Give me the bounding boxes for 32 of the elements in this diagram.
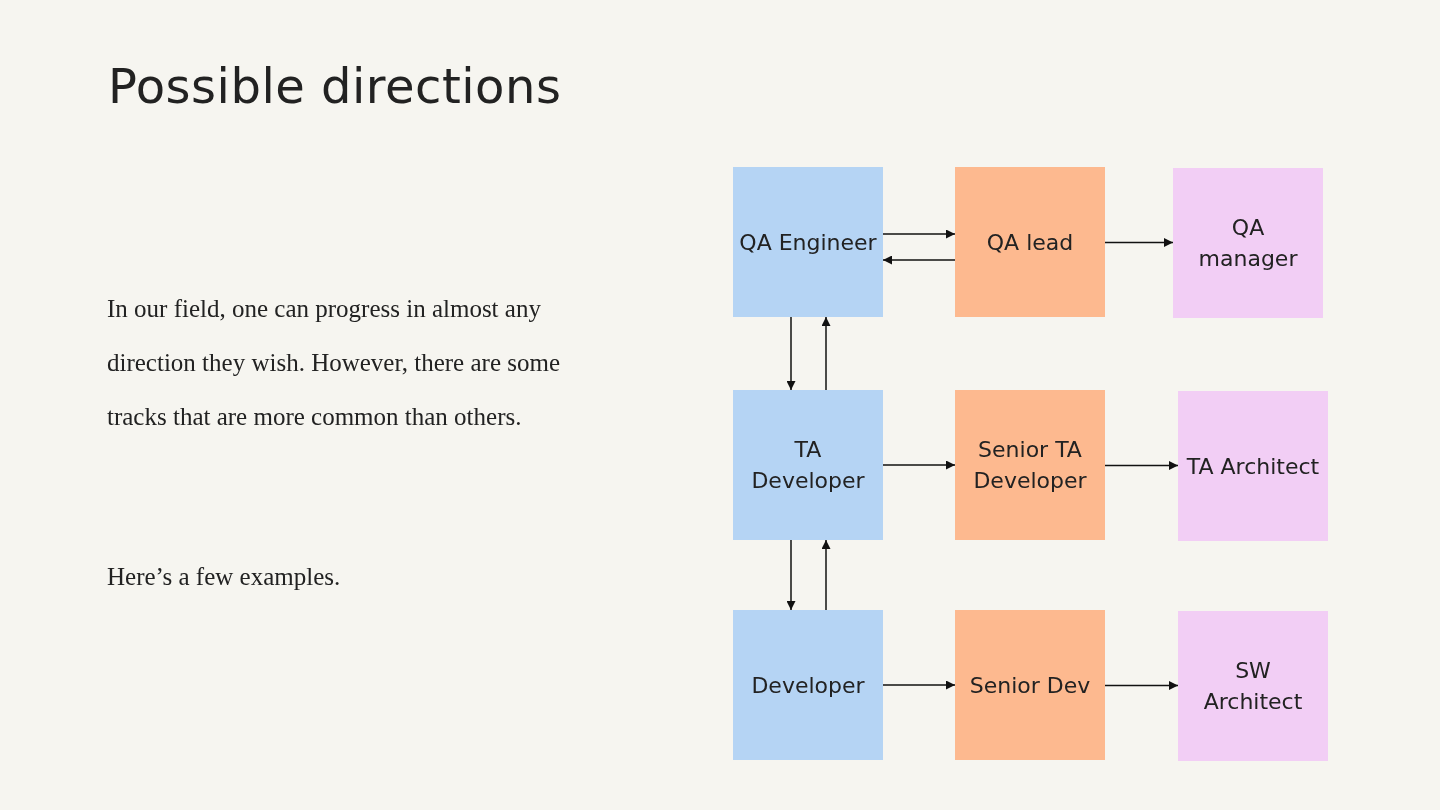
role-label: QA lead	[986, 228, 1074, 257]
arrow	[882, 460, 956, 470]
role-box	[733, 167, 883, 317]
role-label: SW Architect	[1202, 657, 1304, 716]
role-box	[733, 610, 883, 760]
arrow	[1104, 681, 1179, 690]
role-label: Developer	[751, 671, 865, 700]
arrow	[1104, 238, 1174, 247]
slide-title: Possible directions	[108, 58, 562, 114]
arrow	[1104, 461, 1179, 470]
role-box	[1178, 611, 1328, 761]
role-box	[733, 390, 883, 540]
role-label: Senior Dev	[969, 671, 1091, 700]
body-paragraph: In our field, one can progress in almost any direction they wish. However, there are some tracks that are more common than others.	[107, 294, 561, 432]
arrow	[882, 229, 956, 239]
arrow	[786, 539, 796, 611]
arrow	[821, 316, 831, 391]
body-paragraph: Here’s a few examples.	[107, 562, 342, 592]
role-box	[1178, 391, 1328, 541]
role-box	[955, 610, 1105, 760]
role-box	[1173, 168, 1323, 318]
arrow	[821, 539, 831, 611]
role-box	[955, 167, 1105, 317]
arrow	[786, 316, 796, 391]
role-label: QA manager	[1197, 214, 1299, 273]
role-box	[955, 390, 1105, 540]
role-label: Senior TA Developer	[972, 436, 1088, 495]
arrow	[882, 680, 956, 690]
role-label: TA Developer	[750, 436, 866, 495]
role-label: QA Engineer	[739, 228, 877, 257]
arrow	[882, 255, 956, 265]
role-label: TA Architect	[1186, 452, 1320, 481]
